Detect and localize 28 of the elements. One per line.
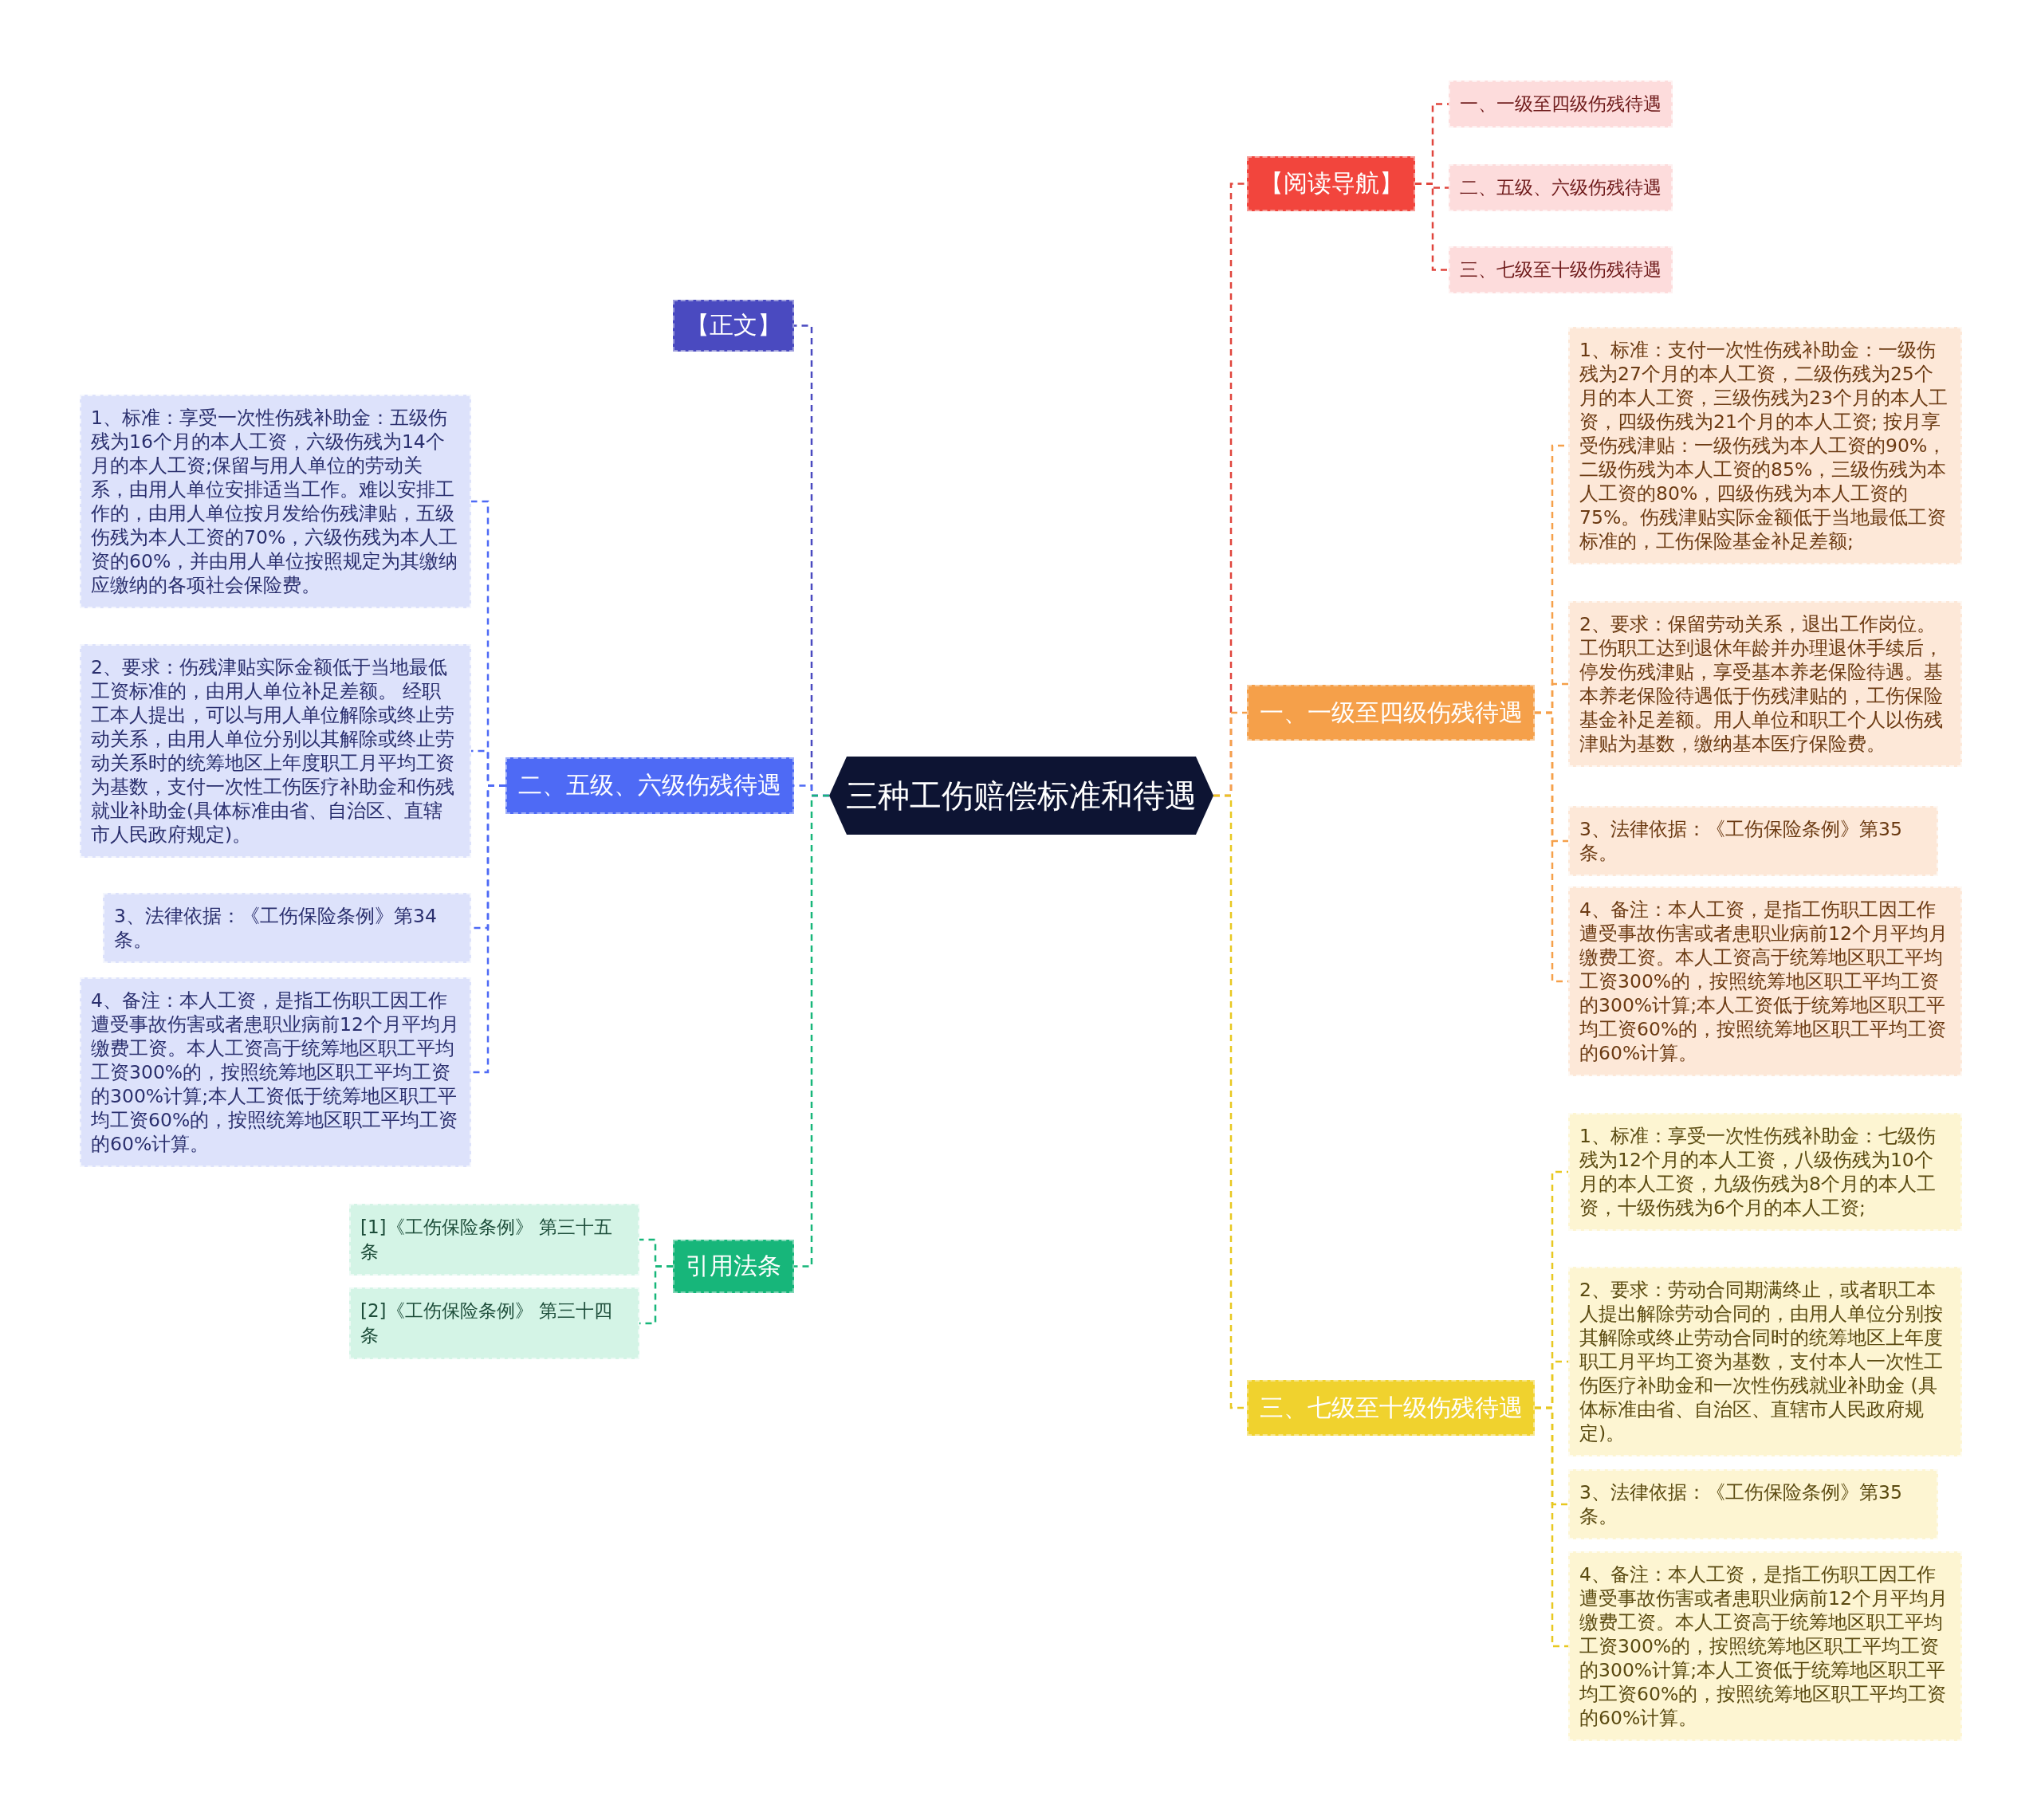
text-box: 2、要求：劳动合同期满终止，或者职工本人提出解除劳动合同的，由用人单位分别按其解除或终止劳动合同时的统筹地区上年度职工月平均工资为基数，支付本人一次性工伤医疗补助金和一次性伤残就业补助金 (具体标准由省、自治区、直辖市人民政府规定)。 xyxy=(1568,1267,1962,1456)
text-box: 3、法律依据：《工伤保险条例》第35条。 xyxy=(1568,1469,1938,1539)
connector-line xyxy=(471,784,505,1074)
text-box: 4、备注：本人工资，是指工伤职工因工作遭受事故伤害或者患职业病前12个月平均月缴费工资。本人工资高于统筹地区职工平均工资300%的，按照统筹地区职工平均工资的300%计算;本人工资低于统筹地区职工平均工资60%的，按照统筹地区职工平均工资的60%计算。 xyxy=(1568,886,1962,1076)
reference-box: [1]《工伤保险条例》 第三十五条 xyxy=(349,1204,639,1276)
connector-line xyxy=(1415,183,1449,271)
text-box: 1、标准：享受一次性伤残补助金：五级伤残为16个月的本人工资，六级伤残为14个月的本人工资;保留与用人单位的劳动关系，由用人单位安排适当工作。难以安排工作的，由用人单位按月发给伤残津贴，五级伤残为本人工资的70%，六级伤残为本人工资的60%，并由用人单位按照规定为其缴纳应缴纳的各项社会保险费。 xyxy=(80,395,471,608)
connector-line xyxy=(1535,1406,1568,1648)
text-box: 3、法律依据：《工伤保险条例》第35条。 xyxy=(1568,806,1938,876)
text-box: 3、法律依据：《工伤保险条例》第34条。 xyxy=(103,893,471,963)
nav-item-box: 一、一级至四级伤残待遇 xyxy=(1449,81,1673,128)
branch-box: 一、一级至四级伤残待遇 xyxy=(1247,685,1535,741)
text-box: 2、要求：保留劳动关系，退出工作岗位。工伤职工达到退休年龄并办理退休手续后，停发伤残津贴，享受基本养老保险待遇。基本养老保险待遇低于伤残津贴的，工伤保险基金补足差额。用人单位和职工个人以伤残津贴为基数，缴纳基本医疗保险费。 xyxy=(1568,601,1962,767)
text-box: 2、要求：伤残津贴实际金额低于当地最低工资标准的，由用人单位补足差额。 经职工本人提出，可以与用人单位解除或终止劳动关系，由用人单位分别以其解除或终止劳动关系时的统筹地区上年度职工月平均工资为基数，支付一次性工伤医疗补助金和伤残就业补助金(具体标准由省、自治区、直辖市人民政府规定)。 xyxy=(80,644,471,858)
text-box: 4、备注：本人工资，是指工伤职工因工作遭受事故伤害或者患职业病前12个月平均月缴费工资。本人工资高于统筹地区职工平均工资300%的，按照统筹地区职工平均工资的300%计算;本人工资低于统筹地区职工平均工资60%的，按照统筹地区职工平均工资的60%计算。 xyxy=(1568,1551,1962,1741)
branch-box: 三、七级至十级伤残待遇 xyxy=(1247,1380,1535,1436)
branch-box: 引用法条 xyxy=(673,1240,794,1293)
nav-item-box: 二、五级、六级伤残待遇 xyxy=(1449,164,1673,211)
branch-box: 【阅读导航】 xyxy=(1247,156,1415,211)
central-topic: 三种工伤赔偿标准和待遇 xyxy=(829,757,1213,835)
text-box: 4、备注：本人工资，是指工伤职工因工作遭受事故伤害或者患职业病前12个月平均月缴费工资。本人工资高于统筹地区职工平均工资300%的，按照统筹地区职工平均工资的300%计算;本人工资低于统筹地区职工平均工资60%的，按照统筹地区职工平均工资的60%计算。 xyxy=(80,977,471,1167)
connector-line xyxy=(794,794,829,1268)
nav-item-box: 三、七级至十级伤残待遇 xyxy=(1449,246,1673,293)
branch-box: 【正文】 xyxy=(673,300,794,352)
reference-box: [2]《工伤保险条例》 第三十四条 xyxy=(349,1287,639,1359)
branch-box: 二、五级、六级伤残待遇 xyxy=(505,757,794,814)
text-box: 1、标准：享受一次性伤残补助金：七级伤残为12个月的本人工资，八级伤残为10个月的本人工资，九级伤残为8个月的本人工资，十级伤残为6个月的本人工资; xyxy=(1568,1113,1962,1231)
text-box: 1、标准：支付一次性伤残补助金：一级伤残为27个月的本人工资，二级伤残为25个月的本人工资，三级伤残为23个月的本人工资，四级伤残为21个月的本人工资; 按月享受伤残津贴：一级伤残为本人工资的90%，二级伤残为本人工资的85%，三级伤残为本人工资的80%，四级伤残为本人工资的75%。伤残津贴实际金额低于当地最低工资标准的，工伤保险基金补足差额; xyxy=(1568,327,1962,564)
